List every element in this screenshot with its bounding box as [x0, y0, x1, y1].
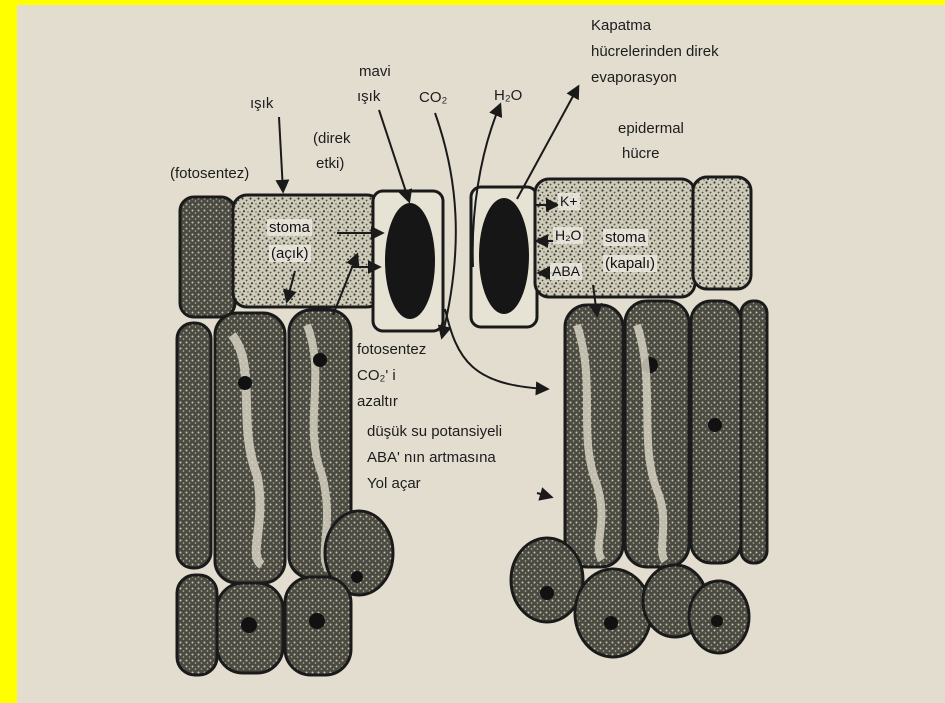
label-h2o-cell: H₂O [553, 227, 583, 244]
label-reduces: azaltır [357, 393, 398, 410]
leaf-tissue-diagram [17, 5, 945, 703]
label-stoma-open: stoma [267, 219, 312, 236]
label-closing-3: evaporasyon [591, 69, 677, 86]
label-epidermal-2: hücre [622, 145, 660, 162]
label-stoma-closed-state: (kapalı) [603, 255, 657, 272]
label-closing-1: Kapatma [591, 17, 651, 34]
label-photosynthesis-top: (fotosentez) [170, 165, 249, 182]
spongy-cell [575, 569, 651, 657]
label-aba-cell: ABA [550, 263, 582, 280]
blue-light-arrow [379, 110, 409, 201]
label-co2-top: CO₂ [419, 89, 447, 106]
spongy-cell [511, 538, 583, 622]
palisade-cell [565, 305, 623, 567]
epidermal-cell [180, 197, 235, 317]
textbook-photo: ışık (fotosentez) mavi ışık (direk etki)… [17, 5, 945, 703]
label-light: ışık [250, 95, 273, 112]
label-direct: (direk [313, 130, 351, 147]
label-stoma-open-state: (açık) [269, 245, 311, 262]
palisade-cell [177, 323, 211, 568]
palisade-cell [625, 301, 689, 567]
label-closing-2: hücrelerinden direk [591, 43, 719, 60]
label-leads-to: Yol açar [367, 475, 421, 492]
palisade-cell [741, 301, 767, 563]
label-co2-mid: CO₂' i [357, 367, 396, 384]
label-epidermal-1: epidermal [618, 120, 684, 137]
label-aba-increase: ABA' nın artmasına [367, 449, 496, 466]
right-palisade [565, 301, 767, 567]
label-potassium: K+ [558, 193, 580, 210]
label-photosynthesis-mid: fotosentez [357, 341, 426, 358]
epidermal-cell [693, 177, 751, 289]
label-stoma-closed: stoma [603, 229, 648, 246]
label-blue-light: ışık [357, 88, 380, 105]
label-effect: etki) [316, 155, 344, 172]
spongy-cell [177, 575, 217, 675]
label-blue: mavi [359, 63, 391, 80]
label-low-water-potential: düşük su potansiyeli [367, 423, 502, 440]
palisade-cell [691, 301, 741, 563]
light-arrow [279, 117, 283, 191]
closed-guard-cell [479, 198, 529, 314]
open-guard-cell [385, 203, 435, 319]
label-h2o-top: H₂O [494, 87, 522, 104]
